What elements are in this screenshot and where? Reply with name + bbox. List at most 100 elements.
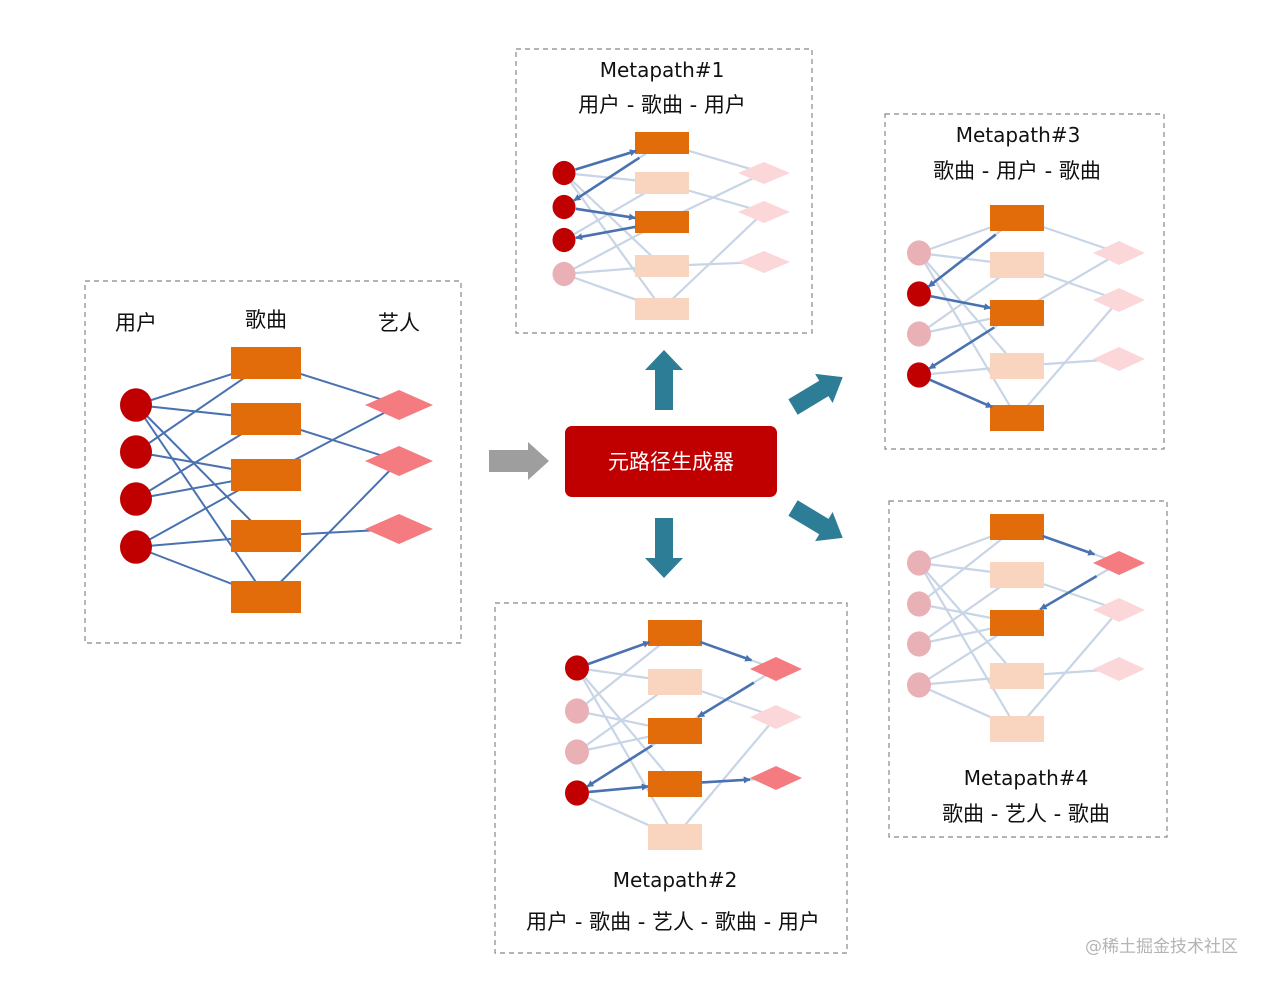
m2-user-node xyxy=(565,780,589,806)
m2-song-node xyxy=(648,771,702,797)
m3-artist-node xyxy=(1093,288,1145,312)
watermark: @稀土掘金技术社区 xyxy=(1085,937,1238,957)
metapath-generator-label: 元路径生成器 xyxy=(608,450,734,474)
m4-user-node xyxy=(907,550,931,576)
m1-song-node xyxy=(635,255,689,277)
m1-song-node xyxy=(635,211,689,233)
m1-edge-user-song xyxy=(563,172,663,267)
m3-song-node xyxy=(990,405,1044,431)
m3-path-arrow xyxy=(929,378,993,409)
m4-song-node xyxy=(990,610,1044,636)
m3-user-node xyxy=(907,281,931,307)
arrow-to-metapath-4 xyxy=(788,500,843,542)
column-label-artist: 艺人 xyxy=(378,311,420,335)
m3-user-node xyxy=(907,362,931,388)
m3-song-node xyxy=(990,353,1044,379)
column-label-user: 用户 xyxy=(115,311,157,335)
metapath-4-path: 歌曲 - 艺人 - 歌曲 xyxy=(942,802,1110,826)
m1-user-node xyxy=(552,160,576,186)
m1-user-node xyxy=(552,261,576,287)
metapath-3-title: Metapath#3 xyxy=(956,123,1081,147)
m3-path-arrow xyxy=(928,326,995,370)
m4-user-node xyxy=(907,591,931,617)
m2-song-node xyxy=(648,669,702,695)
source-edge-user-song xyxy=(135,404,267,537)
m3-song-node xyxy=(990,205,1044,231)
source-artist-node xyxy=(365,514,433,544)
m4-artist-node xyxy=(1093,598,1145,622)
m2-path-arrow xyxy=(697,681,755,718)
m2-artist-node xyxy=(750,657,802,681)
arrow-to-metapath-3 xyxy=(788,373,843,415)
m3-artist-node xyxy=(1093,241,1145,265)
m2-song-node xyxy=(648,824,702,850)
metapath-4-box xyxy=(888,500,1168,838)
m3-path-arrow xyxy=(930,295,992,311)
m4-song-node xyxy=(990,663,1044,689)
m4-path-arrow xyxy=(1039,575,1098,611)
metapath-1-title: Metapath#1 xyxy=(600,58,725,82)
m2-path-arrow xyxy=(588,783,649,794)
metapath-4-title: Metapath#4 xyxy=(964,766,1089,790)
m3-edge-user-song xyxy=(918,252,1018,367)
metapath-1-path: 用户 - 歌曲 - 用户 xyxy=(578,93,746,117)
m2-artist-node xyxy=(750,766,802,790)
gray-input-arrow xyxy=(489,442,549,480)
m4-edge-user-song xyxy=(918,562,1018,677)
m4-edge-song-artist xyxy=(1016,609,1120,730)
m3-song-node xyxy=(990,300,1044,326)
m1-path-arrow xyxy=(575,225,636,241)
source-user-node xyxy=(120,388,152,422)
m3-path-arrow xyxy=(927,233,997,288)
m2-edge-song-artist xyxy=(674,716,777,838)
metapath-3-path: 歌曲 - 用户 - 歌曲 xyxy=(933,159,1101,183)
m2-path-arrow xyxy=(587,640,651,666)
source-song-node xyxy=(231,347,301,379)
m1-song-node xyxy=(635,132,689,154)
source-song-node xyxy=(231,520,301,552)
metapath-2-title: Metapath#2 xyxy=(613,868,738,892)
m2-artist-node xyxy=(750,705,802,729)
m4-user-node xyxy=(907,631,931,657)
source-user-node xyxy=(120,435,152,469)
m3-artist-node xyxy=(1093,347,1145,371)
source-user-node xyxy=(120,530,152,564)
m2-path-arrow xyxy=(701,776,751,784)
m2-path-arrow xyxy=(586,744,653,788)
m1-path-arrow xyxy=(575,149,637,171)
source-edge-song-artist xyxy=(265,460,400,598)
m2-edge-user-song xyxy=(576,667,676,838)
m1-user-node xyxy=(552,194,576,220)
source-artist-node xyxy=(365,446,433,476)
m3-edge-song-artist xyxy=(1016,299,1120,419)
m1-user-node xyxy=(552,227,576,253)
m2-user-node xyxy=(565,655,589,681)
source-song-node xyxy=(231,581,301,613)
source-song-node xyxy=(231,403,301,435)
m1-song-node xyxy=(635,172,689,194)
m2-edge-user-song xyxy=(576,667,676,785)
m3-user-node xyxy=(907,240,931,266)
m2-path-arrow xyxy=(699,640,753,662)
m2-song-node xyxy=(648,718,702,744)
m1-artist-node xyxy=(738,251,790,273)
m4-song-node xyxy=(990,562,1044,588)
m1-artist-node xyxy=(738,201,790,223)
source-artist-node xyxy=(365,390,433,420)
m3-song-node xyxy=(990,252,1044,278)
arrow-up-to-metapath-1 xyxy=(645,350,683,410)
m3-user-node xyxy=(907,321,931,347)
metapath-generator-box xyxy=(565,426,777,497)
m1-edge-song-artist xyxy=(661,211,765,310)
m4-artist-node xyxy=(1093,657,1145,681)
m2-user-node xyxy=(565,698,589,724)
metapath-1-box xyxy=(515,48,813,334)
metapath-2-box xyxy=(494,602,848,954)
m1-song-node xyxy=(635,298,689,320)
m4-artist-node xyxy=(1093,551,1145,575)
m1-artist-node xyxy=(738,162,790,184)
m2-song-node xyxy=(648,620,702,646)
column-label-song: 歌曲 xyxy=(245,308,287,332)
m2-user-node xyxy=(565,739,589,765)
